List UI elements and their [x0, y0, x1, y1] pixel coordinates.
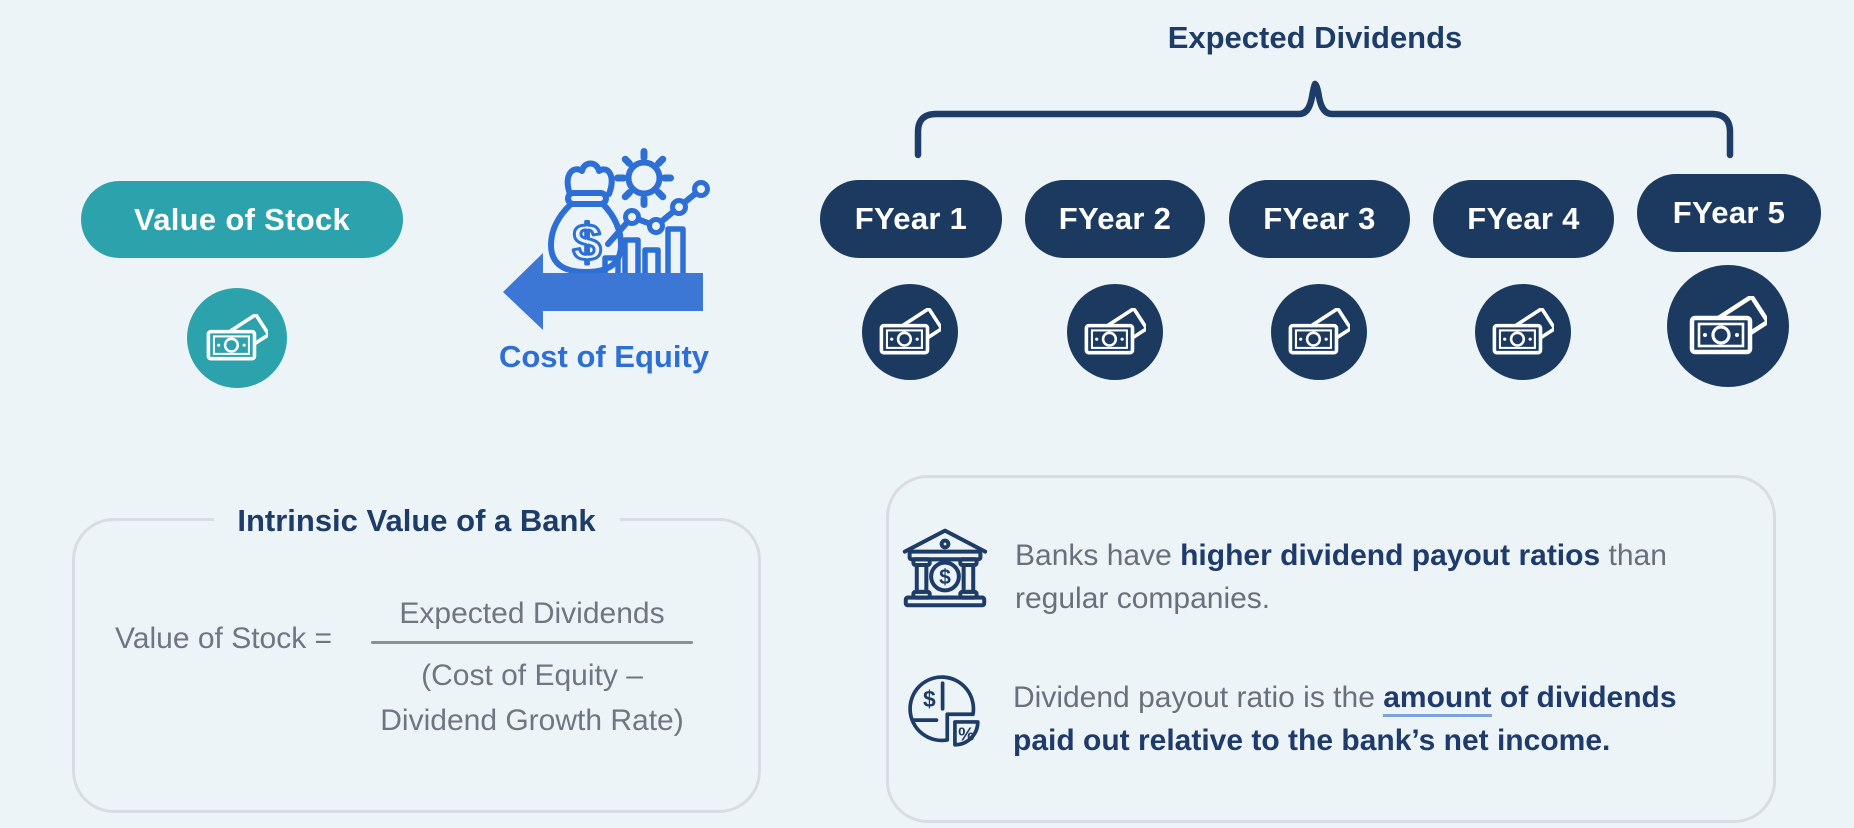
bracket-brace-icon [914, 80, 1734, 159]
formula-lhs: Value of Stock = [115, 622, 333, 655]
fyear-1-money-badge [862, 284, 958, 380]
fyear-4-money-badge [1475, 284, 1571, 380]
fyear-5-pill: FYear 5 [1637, 174, 1821, 252]
cost-of-equity-label: Cost of Equity [498, 339, 710, 374]
fraction-bar [371, 641, 693, 644]
fact2-underlined: amount [1383, 681, 1492, 717]
svg-text:%: % [958, 723, 974, 744]
cost-of-equity-illustration: $ [503, 148, 710, 330]
fyear-1-label: FYear 1 [854, 201, 968, 236]
fyear-5-label: FYear 5 [1672, 195, 1786, 230]
fact-row-payout-ratio: $ % Dividend payout ratio is the amount … [903, 670, 1741, 762]
fact-banks-text: Banks have higher dividend payout ratios… [1015, 522, 1743, 620]
value-of-stock-money-badge [187, 288, 287, 388]
fyear-2-label: FYear 2 [1058, 201, 1172, 236]
fact-row-banks: $ Banks have higher dividend payout rati… [897, 522, 1743, 620]
value-of-stock-pill: Value of Stock [81, 181, 403, 258]
banknotes-icon [1689, 296, 1767, 355]
fyear-5-money-badge [1667, 265, 1789, 387]
fyear-3-label: FYear 3 [1263, 201, 1376, 236]
intrinsic-value-formula-box: Intrinsic Value of a Bank Value of Stock… [72, 503, 761, 813]
svg-text:$: $ [923, 686, 936, 712]
banknotes-icon [879, 308, 941, 355]
dividend-facts-box: $ Banks have higher dividend payout rati… [886, 475, 1776, 823]
formula-denominator-line2: Dividend Growth Rate) [380, 704, 684, 737]
formula-fraction: Expected Dividends (Cost of Equity – Div… [371, 591, 693, 743]
banknotes-icon [206, 314, 268, 361]
fyear-4-label: FYear 4 [1467, 201, 1580, 236]
gear-icon [614, 148, 674, 208]
banknotes-icon [1084, 308, 1146, 355]
fact1-pre: Banks have [1015, 539, 1181, 572]
expected-dividends-title: Expected Dividends [1167, 20, 1463, 55]
formula-box-title: Intrinsic Value of a Bank [213, 503, 620, 539]
banknotes-icon [1492, 308, 1554, 355]
bar-chart-trend-icon [602, 180, 710, 281]
fact2-pre: Dividend payout ratio is the [1013, 681, 1384, 714]
value-of-stock-label: Value of Stock [133, 201, 351, 237]
fyear-3-pill: FYear 3 [1229, 180, 1410, 258]
bank-building-icon: $ [902, 528, 988, 608]
svg-text:$: $ [573, 214, 602, 272]
fyear-3-money-badge [1271, 284, 1367, 380]
pie-chart-percent-icon: $ % [908, 675, 980, 747]
fyear-2-pill: FYear 2 [1025, 180, 1205, 258]
fyear-2-money-badge [1067, 284, 1163, 380]
banknotes-icon [1288, 308, 1350, 355]
formula-denominator-line1: (Cost of Equity – [421, 659, 643, 692]
left-arrow-icon [503, 253, 703, 330]
fact2-bold: of dividends paid out relative to the ba… [1013, 681, 1677, 757]
fyear-1-pill: FYear 1 [820, 180, 1002, 258]
svg-text:$: $ [939, 566, 951, 589]
fact-payout-text: Dividend payout ratio is the amount of d… [1013, 670, 1741, 762]
fact1-post: than regular companies. [1015, 539, 1667, 615]
fact1-bold: higher dividend payout ratios [1180, 539, 1601, 572]
formula-numerator: Expected Dividends [399, 597, 665, 630]
fyear-4-pill: FYear 4 [1433, 180, 1614, 258]
